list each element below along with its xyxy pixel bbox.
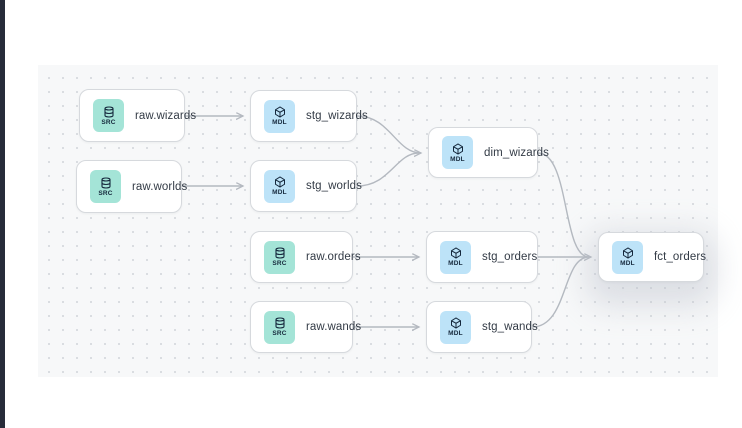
model-badge: MDL: [440, 310, 471, 344]
model-badge: MDL: [264, 169, 295, 203]
database-icon: [103, 105, 115, 118]
database-icon: [274, 247, 286, 259]
edge-stg_wizards-dim_wizards: [356, 115, 421, 153]
node-label: dim_wizards: [484, 146, 550, 159]
cube-icon: [274, 106, 286, 118]
edge-stg_worlds-dim_wizards: [356, 152, 420, 187]
node-label: stg_worlds: [306, 180, 362, 192]
badge-label: MDL: [620, 260, 635, 267]
node-dim-wizards[interactable]: MDL dim_wizards: [428, 127, 549, 178]
badge-label: SRC: [98, 189, 113, 197]
node-fct-orders[interactable]: MDL fct_orders: [598, 232, 707, 282]
node-stg-worlds[interactable]: MDL stg_worlds: [250, 160, 362, 212]
node-label: raw.wands: [306, 321, 362, 333]
cube-icon: [450, 247, 462, 259]
source-badge: SRC: [264, 240, 295, 274]
model-badge: MDL: [442, 136, 473, 169]
lineage-canvas[interactable]: SRC raw.wizards SRC raw.worlds: [38, 65, 718, 377]
node-stg-wands[interactable]: MDL stg_wands: [426, 301, 538, 353]
database-icon: [274, 317, 286, 329]
node-label: stg_orders: [482, 251, 538, 263]
edge-layer: [182, 65, 718, 377]
model-badge: MDL: [612, 240, 643, 274]
model-badge: MDL: [264, 99, 295, 133]
node-stg-wizards[interactable]: MDL stg_wizards: [250, 90, 368, 142]
cube-icon: [452, 142, 464, 155]
node-label: raw.orders: [306, 251, 361, 263]
source-badge: SRC: [90, 170, 121, 203]
cube-icon: [622, 247, 634, 259]
badge-label: MDL: [448, 330, 463, 337]
badge-label: MDL: [448, 260, 463, 267]
node-label: raw.wizards: [135, 109, 197, 122]
database-icon: [100, 176, 112, 189]
source-badge: SRC: [264, 310, 295, 344]
node-label: stg_wands: [482, 321, 538, 333]
node-label: fct_orders: [654, 251, 707, 263]
node-raw-wands[interactable]: SRC raw.wands: [250, 301, 361, 353]
node-stg-orders[interactable]: MDL stg_orders: [426, 231, 538, 283]
node-raw-wizards[interactable]: SRC raw.wizards: [79, 89, 196, 142]
model-badge: MDL: [440, 240, 471, 274]
badge-label: MDL: [450, 155, 465, 163]
node-raw-worlds[interactable]: SRC raw.worlds: [76, 160, 187, 213]
badge-label: SRC: [101, 118, 116, 126]
edge-stg_wands-fct_orders: [531, 256, 590, 328]
left-sidebar-edge: [0, 0, 5, 428]
node-label: stg_wizards: [306, 110, 368, 122]
badge-label: SRC: [272, 330, 287, 337]
edge-dim_wizards-fct_orders: [537, 152, 590, 258]
badge-label: SRC: [272, 260, 287, 267]
node-label: raw.worlds: [132, 180, 188, 193]
cube-icon: [450, 317, 462, 329]
cube-icon: [274, 176, 286, 188]
node-raw-orders[interactable]: SRC raw.orders: [250, 231, 361, 283]
badge-label: MDL: [272, 119, 287, 126]
badge-label: MDL: [272, 189, 287, 196]
source-badge: SRC: [93, 99, 124, 132]
